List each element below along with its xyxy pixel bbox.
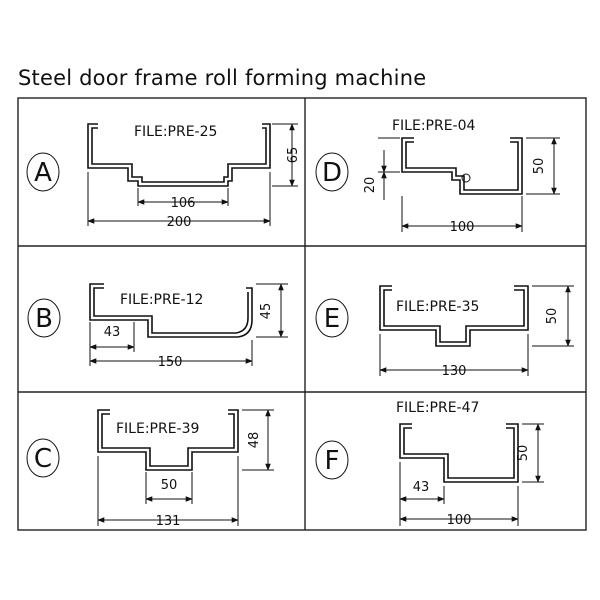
panel-f: F FILE:PRE-47 43 100 50: [315, 400, 544, 528]
file-label: FILE:PRE-04: [392, 118, 476, 134]
dimension-label: 48: [247, 432, 262, 449]
panel-letter-circle: F: [315, 440, 349, 480]
file-label: FILE:PRE-47: [396, 400, 479, 416]
dimension-label: 100: [447, 513, 472, 528]
panel-letter-circle: A: [26, 152, 60, 192]
dimension-label: 50: [532, 158, 547, 175]
dimension-label: 50: [161, 478, 178, 493]
panel-letter: A: [34, 158, 52, 188]
grid-frame: [17, 97, 587, 531]
panel-letter-circle: D: [315, 152, 349, 192]
panel-c: C FILE:PRE-39 50 131 48: [26, 409, 274, 529]
file-label: FILE:PRE-35: [396, 299, 479, 315]
panel-letter: E: [324, 304, 340, 334]
file-label: FILE:PRE-25: [134, 124, 217, 140]
dimension-label: 50: [516, 445, 531, 462]
dimension-label: 200: [167, 215, 192, 230]
panel-letter-circle: E: [315, 298, 349, 338]
profile-shape: [401, 137, 523, 195]
panel-letter: C: [34, 444, 52, 474]
dimension-label: 100: [450, 220, 475, 235]
panel-b: B FILE:PRE-12 43 150 45: [27, 283, 288, 370]
panel-letter: F: [325, 446, 340, 476]
dimension-label: 131: [156, 514, 181, 529]
dimension-label: 65: [286, 147, 301, 164]
profile-shape: [97, 409, 239, 471]
dimension-label: 45: [259, 303, 274, 320]
panel-letter-circle: C: [26, 438, 60, 478]
panel-letter: D: [322, 158, 342, 188]
profile-shape: [399, 423, 519, 483]
dimension-label: 106: [171, 196, 196, 211]
profile-shape: [89, 283, 253, 338]
dimension-label: 43: [104, 325, 121, 340]
panel-letter: B: [35, 304, 53, 334]
panel-d: D FILE:PRE-04 20 100 50: [315, 118, 560, 235]
panel-letter-circle: B: [27, 298, 61, 338]
diagram-title: Steel door frame roll forming machine: [18, 66, 427, 90]
panel-e: E FILE:PRE-35 130 50: [315, 285, 574, 379]
dimension-label: 50: [545, 308, 560, 325]
dimension-label: 150: [158, 355, 183, 370]
dimension-label: 43: [413, 480, 430, 495]
file-label: FILE:PRE-39: [116, 421, 199, 437]
profile-shape: [87, 123, 271, 187]
file-label: FILE:PRE-12: [120, 292, 203, 308]
dimension-label: 130: [442, 364, 467, 379]
profile-shape: [379, 285, 529, 347]
panel-a: A FILE:PRE-25 106 200 65: [26, 123, 301, 230]
dimension-label: 20: [363, 177, 378, 194]
